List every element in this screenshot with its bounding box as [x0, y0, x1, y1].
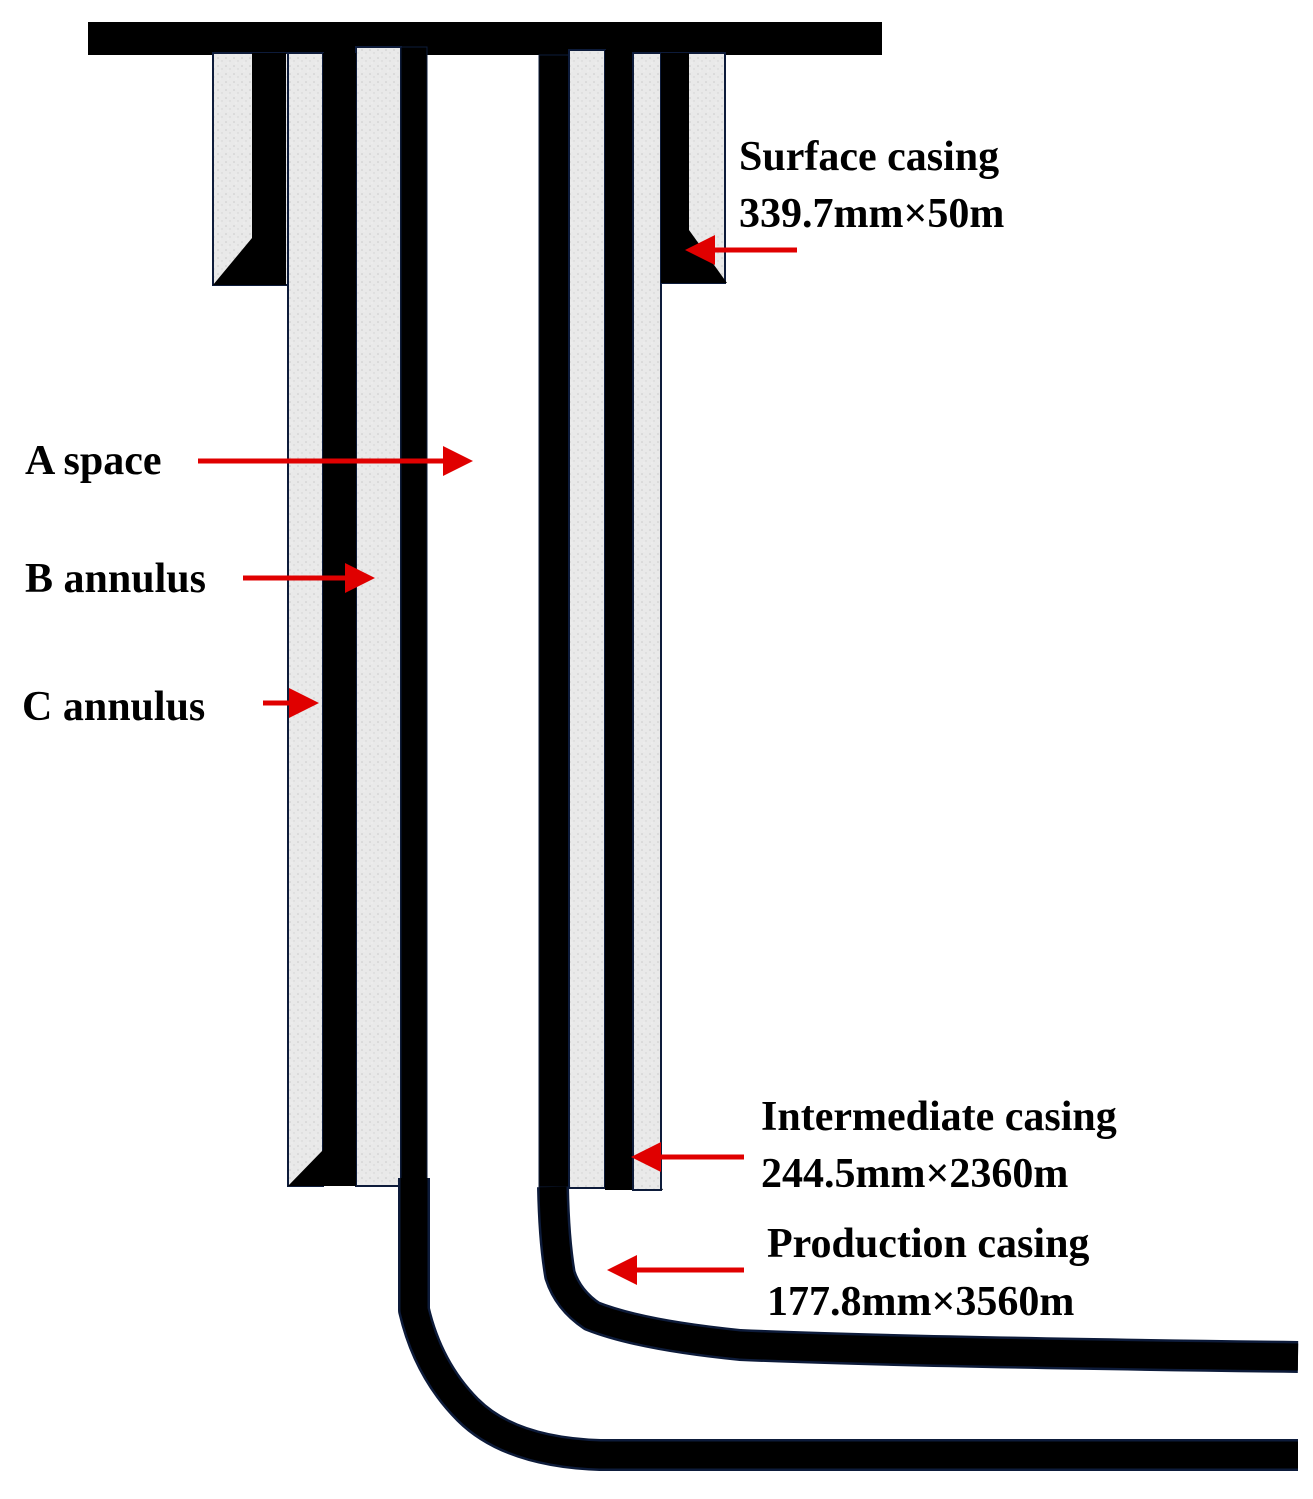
- intermediate-casing-shoe-left: [288, 1150, 356, 1186]
- c-annulus-label: C annulus: [22, 684, 206, 730]
- intermediate-casing-spec: 244.5mm×2360m: [761, 1151, 1069, 1197]
- a-space-label: A space: [25, 438, 162, 484]
- b-annulus-cement-left: [355, 46, 402, 1187]
- production-casing-curve-lower-fill: [400, 1178, 1298, 1469]
- production-casing-wall-left: [400, 46, 428, 1180]
- surface-casing-spec: 339.7mm×50m: [739, 191, 1005, 237]
- surface-casing-shoe-left: [213, 238, 286, 285]
- intermediate-casing-wall-left: [323, 53, 356, 1186]
- production-casing-wall-right: [538, 54, 570, 1188]
- production-casing-curve-upper-fill: [539, 1186, 1299, 1371]
- b-annulus-label: B annulus: [25, 556, 206, 602]
- c-annulus-cement-left: [287, 52, 324, 1187]
- b-annulus-cement-right: [568, 49, 606, 1189]
- intermediate-casing-label: Intermediate casing: [761, 1094, 1117, 1140]
- surface-casing-label: Surface casing: [739, 134, 1000, 180]
- wellhead-plate: [88, 22, 882, 55]
- production-casing-spec: 177.8mm×3560m: [767, 1279, 1075, 1325]
- c-annulus-cement-right: [632, 52, 662, 1191]
- intermediate-casing-wall-right: [605, 50, 633, 1190]
- production-casing-label: Production casing: [767, 1221, 1090, 1267]
